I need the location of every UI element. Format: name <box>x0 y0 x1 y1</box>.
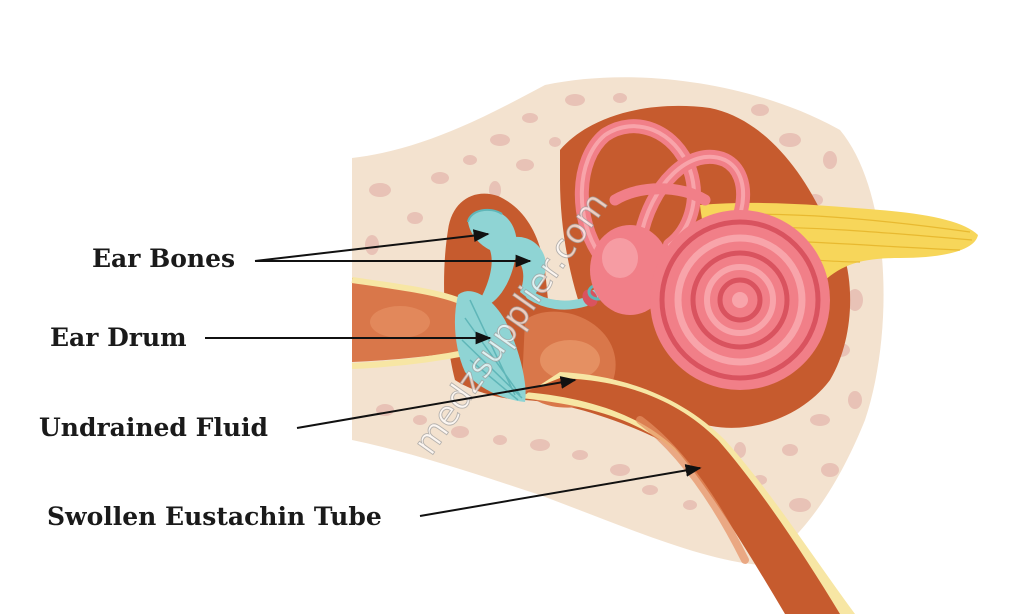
ear-drum-ridges <box>461 299 523 401</box>
fluid-highlight <box>540 340 600 380</box>
ear-bones-arrow-upper <box>254 229 490 262</box>
eustachian-tube <box>525 378 840 614</box>
undrained-fluid-label: Undrained Fluid <box>39 413 268 442</box>
eustachian-tube-highlight <box>636 416 749 564</box>
label-arrows <box>205 229 702 517</box>
bone-texture <box>365 93 863 536</box>
ear-bones-label: Ear Bones <box>92 244 236 273</box>
ear-canal-highlight <box>370 306 430 338</box>
ear-drum-label: Ear Drum <box>50 323 187 352</box>
swollen-eustachian-tube-label: Swollen Eustachin Tube <box>47 502 382 531</box>
cochlea <box>650 210 830 390</box>
ear-canal-lining <box>351 277 464 305</box>
vestibule-highlight <box>602 238 638 278</box>
undrained-fluid-arrow <box>296 376 577 429</box>
ear-drum-shape <box>454 291 526 402</box>
swollen-tube-arrow <box>419 464 702 517</box>
